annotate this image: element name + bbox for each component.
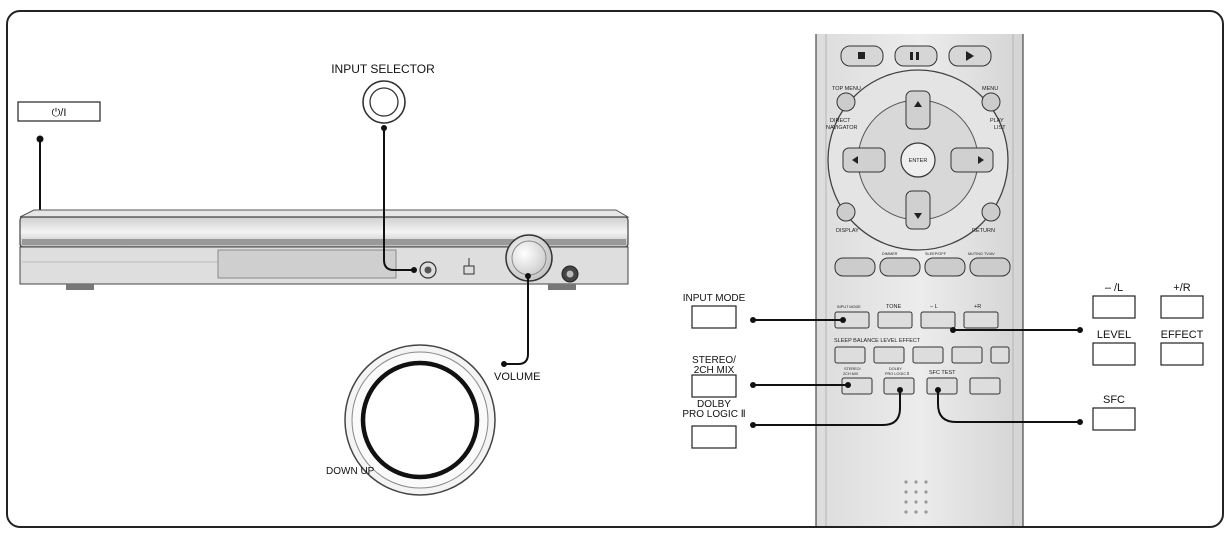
volume-callout: VOLUME: [494, 273, 540, 383]
down-up-label: DOWN UP: [326, 466, 375, 477]
remote-top-menu: TOP MENU: [832, 86, 861, 92]
speaker-grill: [904, 480, 928, 514]
volume-label: VOLUME: [494, 371, 540, 383]
volume-dial-large: DOWN UP: [326, 344, 496, 496]
usb-port-icon: [463, 258, 475, 275]
stereo-callout: STEREO/ 2CH MIX: [691, 355, 851, 398]
remote-sfc-test: SFC TEST: [929, 370, 956, 376]
remote-tone: TONE: [886, 304, 902, 310]
dolby-label-2: PRO LOGIC Ⅱ: [682, 409, 745, 420]
level-effect-leader: [950, 327, 1083, 333]
remote-return: RETURN: [972, 228, 995, 234]
remote-direct-1: DIRECT: [830, 118, 851, 124]
remote-stereo-2: 2CH MIX: [843, 372, 859, 376]
remote-plus: +R: [974, 304, 981, 310]
remote-muting: MUTING TV/AV: [968, 252, 995, 256]
main-unit: [19, 209, 630, 290]
remote-play-2: LIST: [994, 125, 1006, 131]
level-label: LEVEL: [1097, 329, 1131, 341]
play-icon: [966, 51, 974, 61]
remote-dolby-2: PRO LOGIC Ⅱ: [885, 372, 909, 376]
dolby-callout: DOLBY PRO LOGIC Ⅱ: [682, 387, 903, 449]
power-label: ⏻/I: [52, 107, 67, 119]
remote-play-1: PLAY: [990, 118, 1004, 124]
down-arrow-icon: [914, 213, 922, 219]
input-mode-label: INPUT MODE: [683, 293, 746, 304]
remote-display: DISPLAY: [836, 228, 859, 234]
remote-stereo-1: STEREO/: [844, 367, 862, 371]
remote-direct-2: NAVIGATOR: [826, 125, 858, 131]
effect-label: EFFECT: [1161, 329, 1204, 341]
stop-icon: [858, 52, 865, 59]
remote-dolby-1: DOLBY: [889, 367, 902, 371]
remote-row-label: SLEEP BALANCE LEVEL EFFECT: [834, 338, 921, 344]
input-selector-label: INPUT SELECTOR: [331, 62, 435, 76]
sfc-callout: SFC: [935, 387, 1136, 431]
remote-menu: MENU: [982, 86, 998, 92]
left-arrow-icon: [852, 156, 858, 164]
minus-l-callout: – /L: [1092, 282, 1136, 319]
stereo-label-1: STEREO/: [692, 355, 736, 366]
pause-icon: [910, 52, 919, 60]
plus-r-label: +/R: [1173, 282, 1190, 294]
diagram-svg: ⏻/I INPUT SELECTOR: [17, 34, 1204, 526]
plus-r-callout: +/R: [1160, 282, 1204, 319]
effect-callout: EFFECT: [1160, 329, 1204, 366]
remote-input-mode: INPUT MODE: [837, 305, 861, 309]
remote-control: ENTER TOP MENU MENU DIRECT NAVIGATOR PLA…: [815, 34, 1024, 526]
input-selector-callout: INPUT SELECTOR: [331, 62, 435, 273]
remote-dimmer: DIMMER: [882, 252, 898, 256]
remote-sleep-off: SLEEP/OFF: [925, 252, 947, 256]
level-callout: LEVEL: [1092, 329, 1136, 366]
input-mode-callout: INPUT MODE: [683, 293, 846, 329]
enter-label: ENTER: [909, 158, 928, 164]
minus-l-label: – /L: [1105, 282, 1123, 294]
up-arrow-icon: [914, 101, 922, 107]
dolby-label-1: DOLBY: [697, 399, 731, 410]
right-arrow-icon: [978, 156, 984, 164]
diagram-frame: ⏻/I INPUT SELECTOR: [6, 10, 1224, 528]
remote-minus: – L: [930, 304, 938, 310]
stereo-label-2: 2CH MIX: [694, 365, 735, 376]
sfc-label: SFC: [1103, 394, 1125, 406]
